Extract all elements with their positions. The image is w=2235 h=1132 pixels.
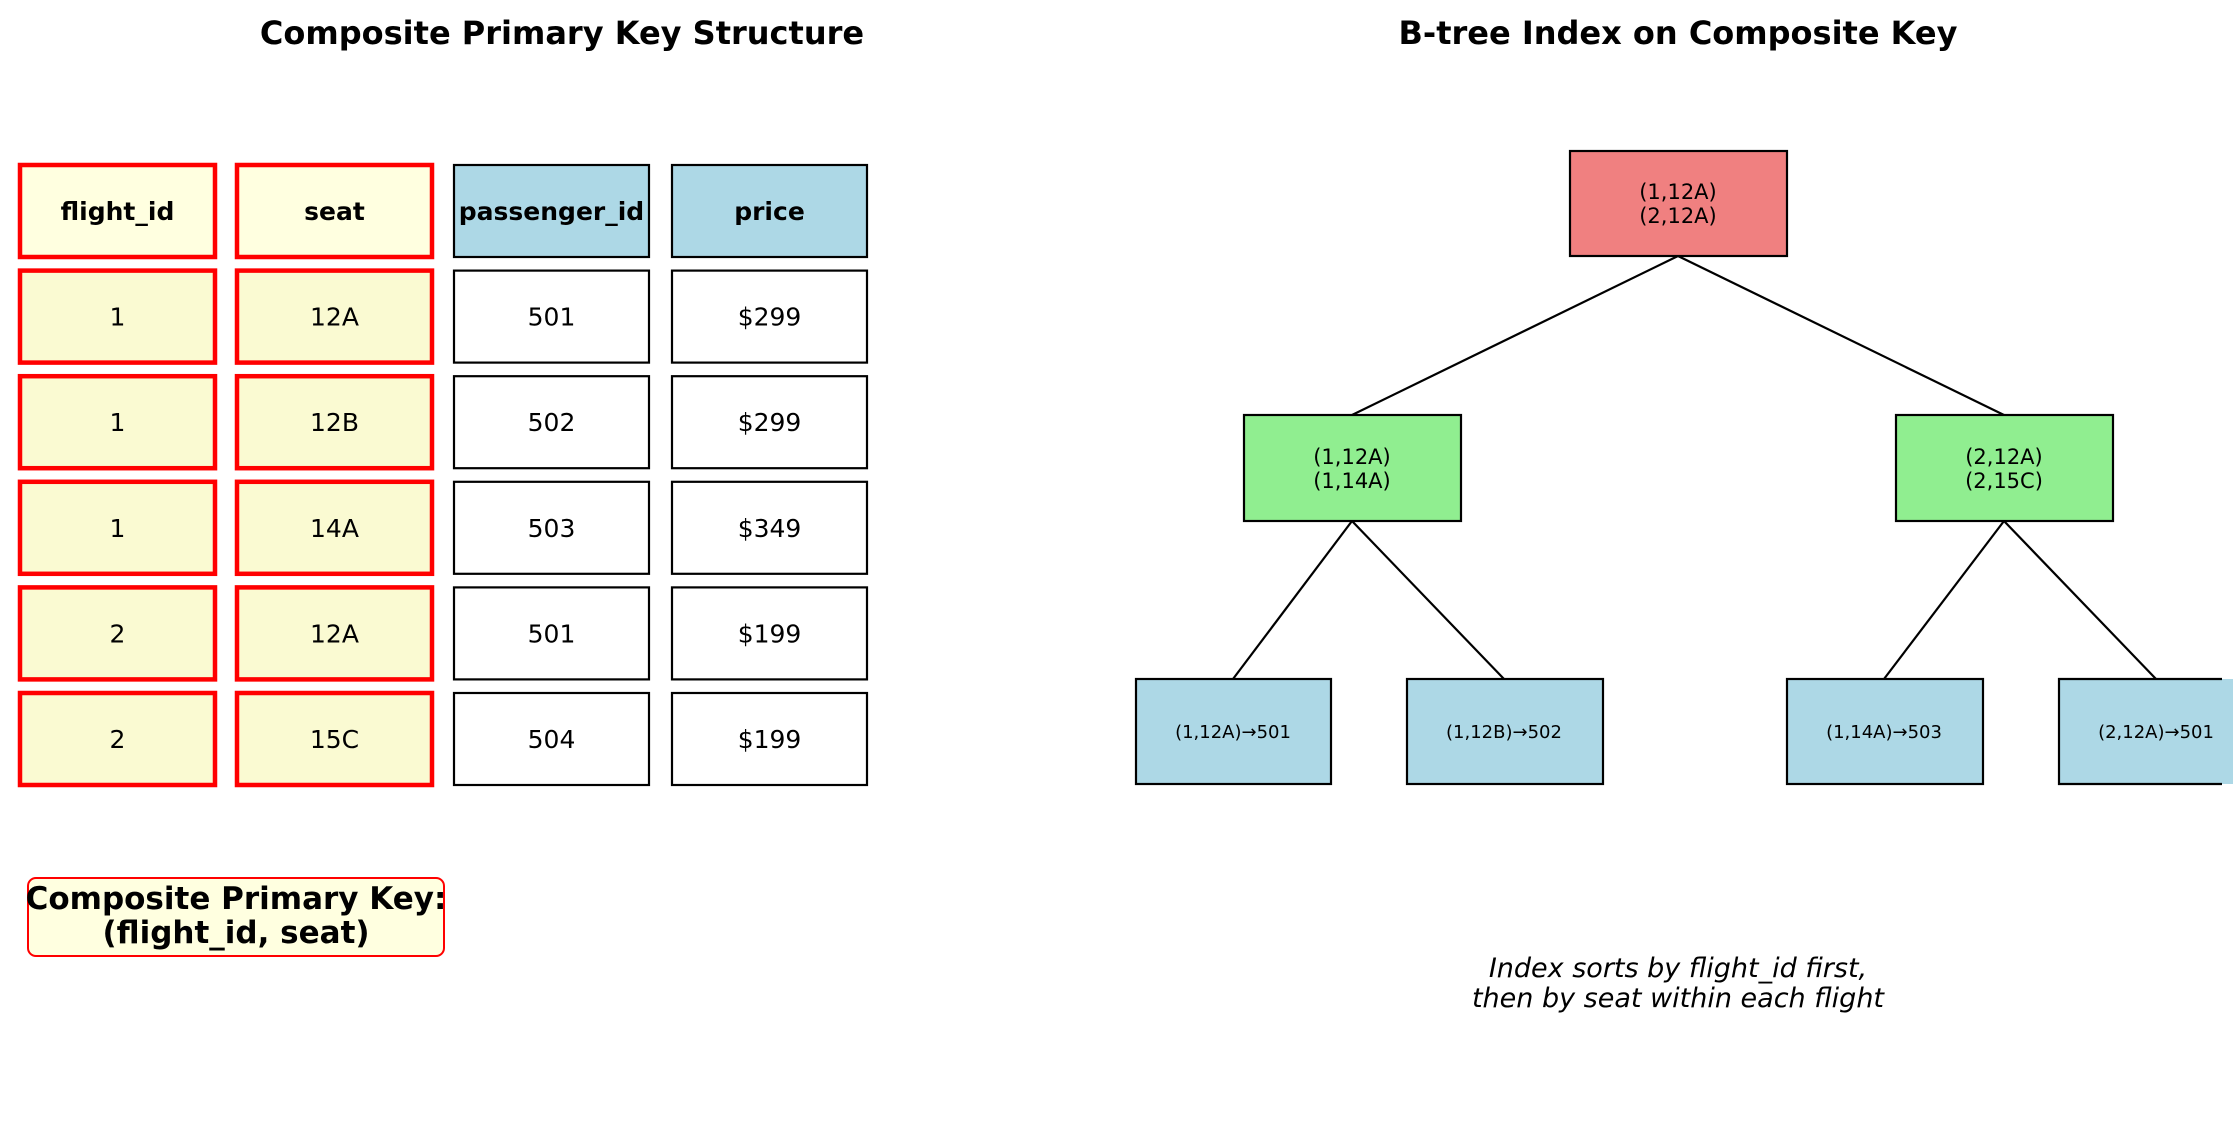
edge-left-leaf2 — [1351, 520, 1505, 680]
edge-root-right — [1677, 255, 2005, 416]
btree-leaf-node: (1,12B)→502 — [1405, 677, 1605, 786]
table-cell — [452, 691, 651, 787]
table-cell-value: 502 — [528, 408, 576, 437]
btree-leaf-label: (2,12A)→501 — [2098, 722, 2214, 743]
composite-key-label: Composite Primary Key: (flight_id, seat) — [26, 877, 447, 957]
table-cell-value: 504 — [528, 725, 576, 754]
table-cell-value: 12B — [310, 408, 359, 437]
btree-root-key2: (2,12A) — [1639, 204, 1717, 228]
table-cell-value: 501 — [528, 619, 576, 648]
table-cell — [17, 585, 218, 682]
table-cell — [670, 586, 869, 681]
table-header-cell — [452, 163, 651, 259]
btree-leaf-label: (1,12B)→502 — [1446, 722, 1562, 743]
table-cell — [452, 269, 651, 364]
btree-leaf-box — [1785, 677, 1985, 786]
table-cell-value: 12A — [310, 303, 359, 332]
table-header-label: price — [734, 197, 805, 226]
btree-leaf-box — [1405, 677, 1605, 786]
btree-leaf-node-clipped: (2,12A)→501 — [2057, 677, 2233, 786]
table-cell — [452, 480, 651, 575]
table-cell-value: 15C — [310, 725, 359, 754]
table-cell-value: 2 — [110, 725, 126, 754]
table-cell — [234, 479, 435, 577]
btree-leaf-box — [1134, 677, 1333, 786]
btree-internal-left-key1: (1,12A) — [1313, 445, 1391, 469]
table-cell — [234, 373, 435, 471]
table-cell — [670, 691, 869, 787]
table-cell-value: $299 — [738, 303, 802, 332]
table-cell-value: $299 — [738, 408, 802, 437]
table-cell-value: 501 — [528, 303, 576, 332]
table-header-label: passenger_id — [459, 197, 644, 226]
table-cell-value: 1 — [110, 514, 126, 543]
table-cell — [670, 269, 869, 364]
btree-internal-node-left: (1,12A) (1,14A) — [1242, 413, 1463, 523]
btree-internal-right-key2: (2,15C) — [1965, 469, 2043, 493]
table-header-cell — [17, 162, 218, 260]
edge-left-leaf1 — [1232, 520, 1353, 680]
table-cell — [670, 375, 869, 470]
btree-root-key1: (1,12A) — [1639, 180, 1717, 204]
btree-leaf-label: (1,14A)→503 — [1826, 722, 1942, 743]
btree-leaf-label: (1,12A)→501 — [1175, 722, 1291, 743]
btree-note-line1: Index sorts by flight_id first, — [1489, 953, 1867, 984]
btree-edges — [1232, 255, 2157, 680]
btree-internal-right-key1: (2,12A) — [1965, 445, 2043, 469]
table-cell — [670, 480, 869, 575]
table-cell — [17, 690, 218, 788]
table-cell-value: 1 — [110, 303, 126, 332]
table-cell — [234, 585, 435, 682]
table-cell — [452, 586, 651, 681]
btree-leaf-node: (1,12A)→501 — [1134, 677, 1333, 786]
table-cell-value: 14A — [310, 514, 359, 543]
btree-leaf-box-fill — [2059, 679, 2233, 784]
btree-internal-left-key2: (1,14A) — [1313, 469, 1391, 493]
composite-key-label-box — [27, 877, 445, 957]
composite-key-label-line2: (flight_id, seat) — [102, 915, 369, 951]
table-cell-value: 1 — [110, 408, 126, 437]
composite-key-label-line1: Composite Primary Key: — [26, 881, 447, 917]
btree-internal-box-right — [1894, 413, 2115, 523]
table-cell-value: $199 — [738, 725, 802, 754]
edge-right-leaf3 — [1883, 520, 2005, 680]
table-header-cell — [670, 163, 869, 259]
table-cell — [234, 268, 435, 365]
table-header-label: flight_id — [61, 197, 175, 226]
table-cell — [234, 690, 435, 788]
table-header-cell — [234, 162, 435, 260]
left-panel-title: Composite Primary Key Structure — [260, 14, 864, 52]
table-cell-value: $349 — [738, 514, 802, 543]
composite-key-table: flight_id seat passenger_id price 1 12A 501 $29… — [17, 162, 869, 788]
table-cell — [17, 268, 218, 365]
btree-internal-box-left — [1242, 413, 1463, 523]
btree-root-node: (1,12A) (2,12A) — [1568, 149, 1789, 258]
table-cell-value: 12A — [310, 619, 359, 648]
btree-internal-node-right: (2,12A) (2,15C) — [1894, 413, 2115, 523]
edge-right-leaf4 — [2003, 520, 2157, 680]
table-cell-value: 2 — [110, 619, 126, 648]
btree-note-line2: then by seat within each flight — [1472, 983, 1885, 1014]
right-panel-title: B-tree Index on Composite Key — [1399, 14, 1958, 52]
edge-root-left — [1351, 255, 1679, 416]
table-cell — [17, 479, 218, 577]
table-cell-value: 503 — [528, 514, 576, 543]
table-cell — [452, 375, 651, 470]
table-cell — [17, 373, 218, 471]
table-cell-value: $199 — [738, 619, 802, 648]
btree-leaf-box-outline — [2057, 677, 2222, 786]
btree-leaf-node: (1,14A)→503 — [1785, 677, 1985, 786]
table-header-label: seat — [304, 197, 365, 226]
btree-root-box — [1568, 149, 1789, 258]
